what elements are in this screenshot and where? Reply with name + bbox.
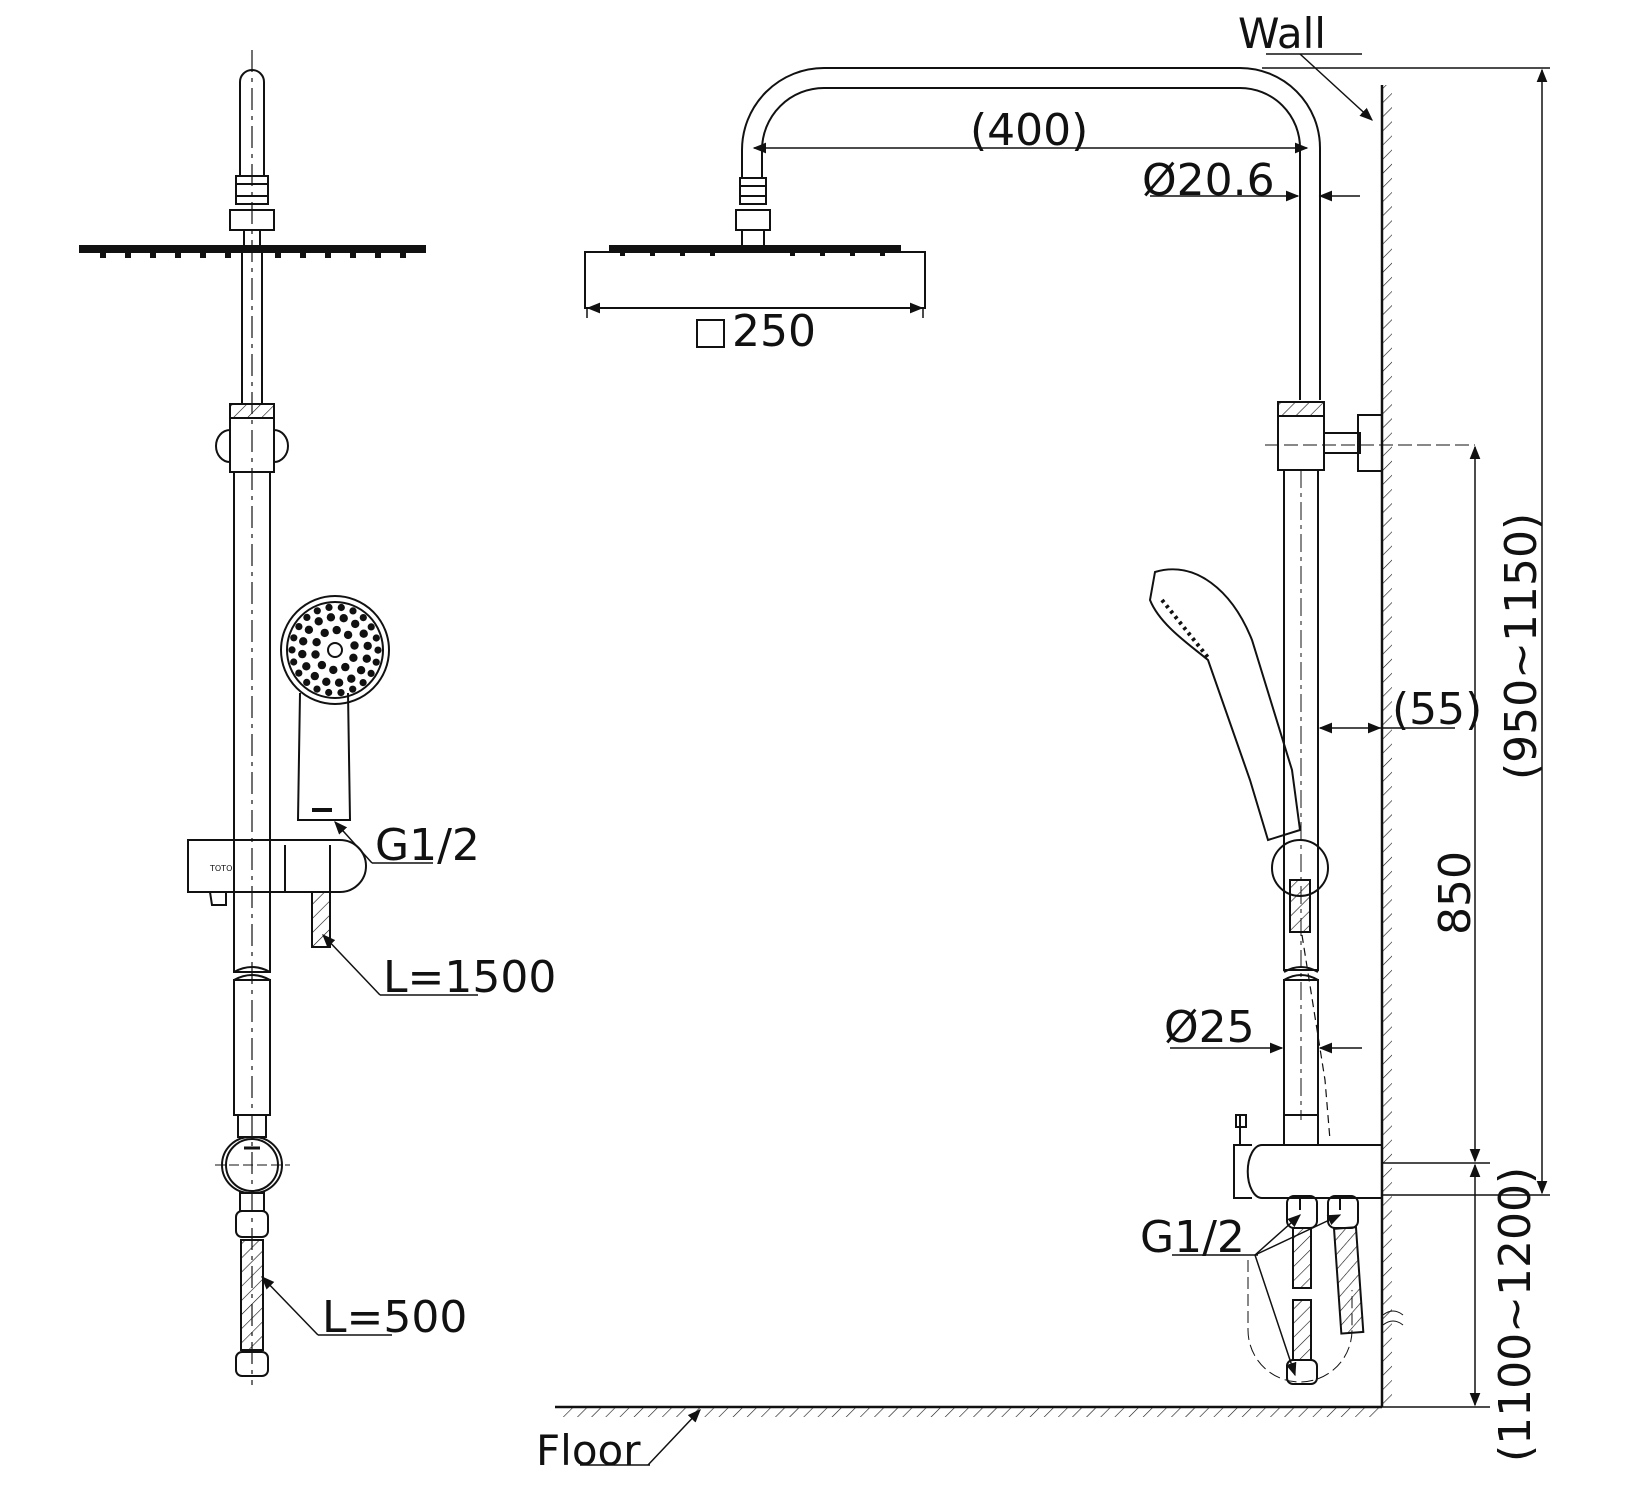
spray-jet-dot xyxy=(317,660,327,670)
dimensions xyxy=(580,53,1550,1466)
spray-jet-dot xyxy=(343,630,353,640)
spray-jet-dot xyxy=(303,678,311,687)
spray-jet-dot xyxy=(351,619,360,629)
front-supply-hose-length-label: L=500 xyxy=(322,1292,467,1343)
spray-jet-dot xyxy=(339,614,348,623)
spray-jet-dot xyxy=(356,666,366,675)
front-supply-hose xyxy=(240,1239,264,1351)
slide-bar-height-dimension: 850 xyxy=(1430,851,1481,935)
spray-jet-dot xyxy=(295,669,303,677)
wall-offset-dimension: (55) xyxy=(1392,684,1482,735)
spray-jet-dot xyxy=(363,641,372,651)
front-hand-shower xyxy=(280,595,390,821)
spray-jet-dot xyxy=(313,607,321,615)
wall-hatch xyxy=(1382,85,1392,1407)
front-view: TOTO xyxy=(79,50,426,1385)
spray-jet-dot xyxy=(310,671,319,681)
side-supply-hose xyxy=(1332,1226,1365,1335)
spray-jet-dot xyxy=(326,613,336,622)
spray-jet-dot xyxy=(350,641,359,650)
spray-jet-dot xyxy=(314,617,323,626)
lower-pipe-diameter-dimension: Ø25 xyxy=(1164,1002,1255,1053)
spray-jet-dot xyxy=(322,677,331,686)
spray-jet-dot xyxy=(325,603,333,612)
front-arm-tip xyxy=(239,69,265,176)
spray-jet-dot xyxy=(299,637,308,646)
side-hand-shower xyxy=(1148,568,1331,1141)
front-slide-bar xyxy=(233,471,271,973)
spray-jet-dot xyxy=(320,628,329,638)
front-holder-bracket: TOTO xyxy=(187,839,367,906)
spray-jet-dot xyxy=(337,689,345,697)
spray-jet-dot xyxy=(372,658,380,666)
floor-hatch xyxy=(560,1407,1382,1417)
front-callouts xyxy=(261,820,478,1336)
spray-jet-dot xyxy=(325,688,333,697)
front-brand-label: TOTO xyxy=(209,864,232,873)
front-arm-nut xyxy=(235,175,269,205)
spray-jet-dot xyxy=(372,634,380,642)
spray-jet-dot xyxy=(311,650,320,659)
spray-jet-dot xyxy=(303,613,311,622)
spray-jet-dot xyxy=(334,678,344,687)
spray-jet-dot xyxy=(337,603,345,612)
spray-jet-dot xyxy=(304,625,314,634)
spray-jet-dot xyxy=(329,665,338,675)
spray-jet-dot xyxy=(374,646,382,654)
front-inlet-thread-label: G1/2 xyxy=(375,820,480,871)
mount-height-dimension: (1100~1200) xyxy=(1490,1167,1541,1462)
side-knurled-collar xyxy=(1277,401,1325,417)
spray-jet-dot xyxy=(359,679,367,687)
spray-jet-dot xyxy=(359,614,367,622)
spray-jet-dot xyxy=(367,623,375,631)
total-height-dimension: (950~1150) xyxy=(1496,513,1547,780)
spray-jet-dot xyxy=(302,662,311,671)
spray-jet-dot xyxy=(349,653,358,662)
spray-jet-dot xyxy=(349,607,357,615)
spray-jet-dot xyxy=(313,685,321,693)
spray-jet-dot xyxy=(288,646,296,654)
arm-reach-dimension: (400) xyxy=(970,105,1088,156)
side-wall-bracket xyxy=(1323,432,1361,454)
floor-label: Floor xyxy=(536,1426,641,1475)
side-view xyxy=(555,67,1475,1417)
spray-jet-dot xyxy=(290,634,298,642)
spray-jet-dot xyxy=(341,662,350,672)
upper-pipe-diameter-dimension: Ø20.6 xyxy=(1142,155,1275,206)
spray-jet-dot xyxy=(295,623,303,631)
head-size-dimension: 250 xyxy=(696,306,816,357)
spray-jet-dot xyxy=(367,669,375,678)
spray-jet-dot xyxy=(332,625,341,635)
front-hand-hose xyxy=(311,891,331,948)
spray-jet-dot xyxy=(298,649,307,659)
front-knurled-collar xyxy=(229,403,275,419)
svg-text:250: 250 xyxy=(732,306,816,357)
wall-label: Wall xyxy=(1238,9,1326,58)
side-rain-head xyxy=(584,245,926,309)
spray-jet-dot xyxy=(312,638,321,647)
spray-jet-dot xyxy=(349,685,357,693)
side-gooseneck-arm xyxy=(741,67,1321,400)
spray-jet-dot xyxy=(347,674,356,683)
side-inlet-thread-label: G1/2 xyxy=(1140,1212,1245,1263)
spray-jet-dot xyxy=(290,658,298,666)
spray-jet-dot xyxy=(359,629,368,638)
side-diverter-valve xyxy=(1233,1114,1382,1210)
front-hand-hose-length-label: L=1500 xyxy=(383,952,556,1003)
spray-jet-dot xyxy=(362,654,371,663)
square-symbol-icon xyxy=(696,319,725,348)
